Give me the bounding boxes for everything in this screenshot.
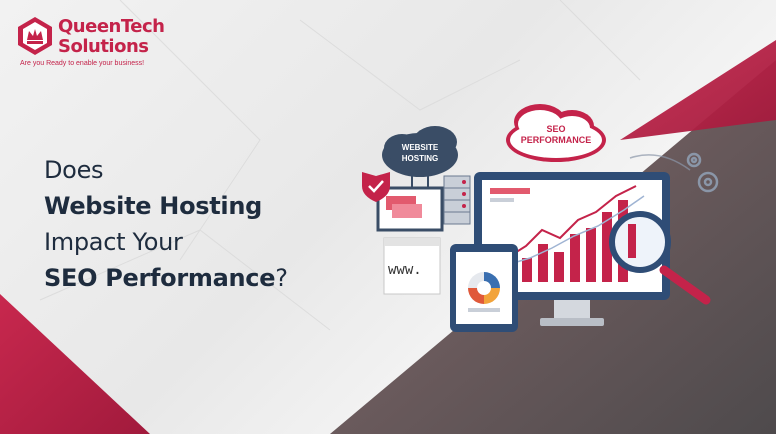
headline-line2: Website Hosting (44, 192, 263, 220)
queen-crown-icon (18, 17, 52, 55)
headline-line4-bold: SEO Performance (44, 264, 276, 292)
website-hosting-label-l1: WEBSITE (401, 143, 439, 152)
headline-line3: Impact Your (44, 228, 183, 256)
website-hosting-label: WEBSITE HOSTING (392, 142, 448, 164)
seo-performance-cloud (506, 104, 606, 162)
small-monitor-icon (376, 186, 444, 232)
server-icon (443, 175, 471, 225)
seo-performance-label-l2: PERFORMANCE (520, 135, 592, 145)
website-hosting-cloud (382, 126, 458, 177)
headline-line1: Does (44, 156, 104, 184)
brand-logo[interactable]: QueenTech Solutions Are you Ready to ena… (16, 14, 176, 70)
brand-tagline: Are you Ready to enable your business! (20, 60, 145, 67)
gear-icon (686, 152, 719, 193)
brand-name-line1: QueenTech (58, 16, 165, 37)
bottom-left-triangle (0, 294, 150, 434)
headline-line4-suffix: ? (275, 264, 288, 292)
seo-performance-label-l1: SEO (546, 124, 566, 134)
url-text: www. (388, 262, 422, 278)
shield-check-icon (362, 172, 390, 202)
pie-chart-icon (468, 272, 500, 312)
headline: Does Website Hosting Impact Your SEO Per… (44, 152, 288, 296)
magnifier-icon (609, 211, 711, 305)
seo-performance-label: SEO PERFORMANCE (510, 124, 602, 146)
website-hosting-label-l2: HOSTING (401, 154, 439, 163)
brand-name-line2: Solutions (58, 36, 149, 57)
browser-window-icon (383, 237, 441, 295)
headline-line4: SEO Performance? (44, 260, 288, 296)
